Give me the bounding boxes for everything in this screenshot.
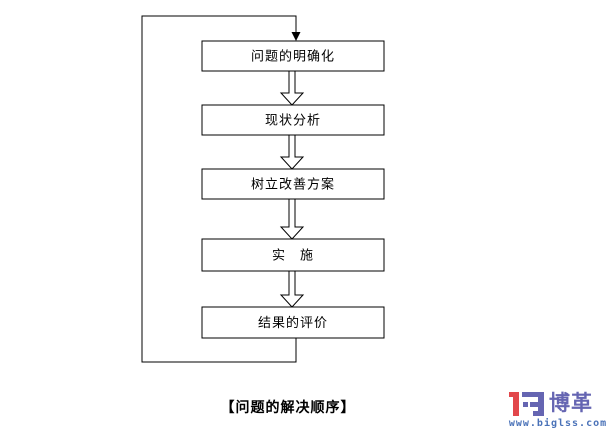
diagram-caption: 【问题的解决顺序】	[220, 400, 356, 416]
down-block-arrow-3-icon	[279, 198, 305, 240]
flow-box-3-label: 树立改善方案	[251, 177, 335, 193]
flow-box-4	[201, 238, 385, 272]
flow-box-5-label: 结果的评价	[258, 315, 328, 331]
down-block-arrow-4-icon	[279, 270, 305, 308]
flow-step-4: 实 施	[201, 238, 385, 272]
flow-box-3	[201, 168, 385, 200]
feedback-loop	[141, 15, 301, 363]
flow-step-1: 问题的明确化	[201, 40, 385, 72]
logo-brand-text: 博革	[549, 390, 593, 415]
loop-arrowhead-icon	[291, 32, 301, 41]
logo-url-text: www.biglss.com	[508, 418, 608, 429]
flow-box-2-label: 现状分析	[265, 114, 321, 129]
flow-box-2	[201, 104, 385, 136]
down-block-arrow-2-icon	[279, 134, 305, 170]
down-block-arrow-1-icon	[279, 70, 305, 106]
logo-row: 博革	[505, 388, 611, 418]
flow-box-5	[201, 306, 385, 339]
flow-box-4-label: 实 施	[272, 249, 314, 264]
flow-step-5: 结果的评价	[201, 306, 385, 339]
biglss-monogram-icon	[509, 392, 544, 416]
flow-box-1-label: 问题的明确化	[251, 49, 335, 65]
feedback-loop-line	[141, 15, 297, 363]
flow-step-3: 树立改善方案	[201, 168, 385, 200]
flow-step-2: 现状分析	[201, 104, 385, 136]
biglss-logo: 博革 www.biglss.com	[505, 388, 611, 429]
flow-box-1	[201, 40, 385, 72]
